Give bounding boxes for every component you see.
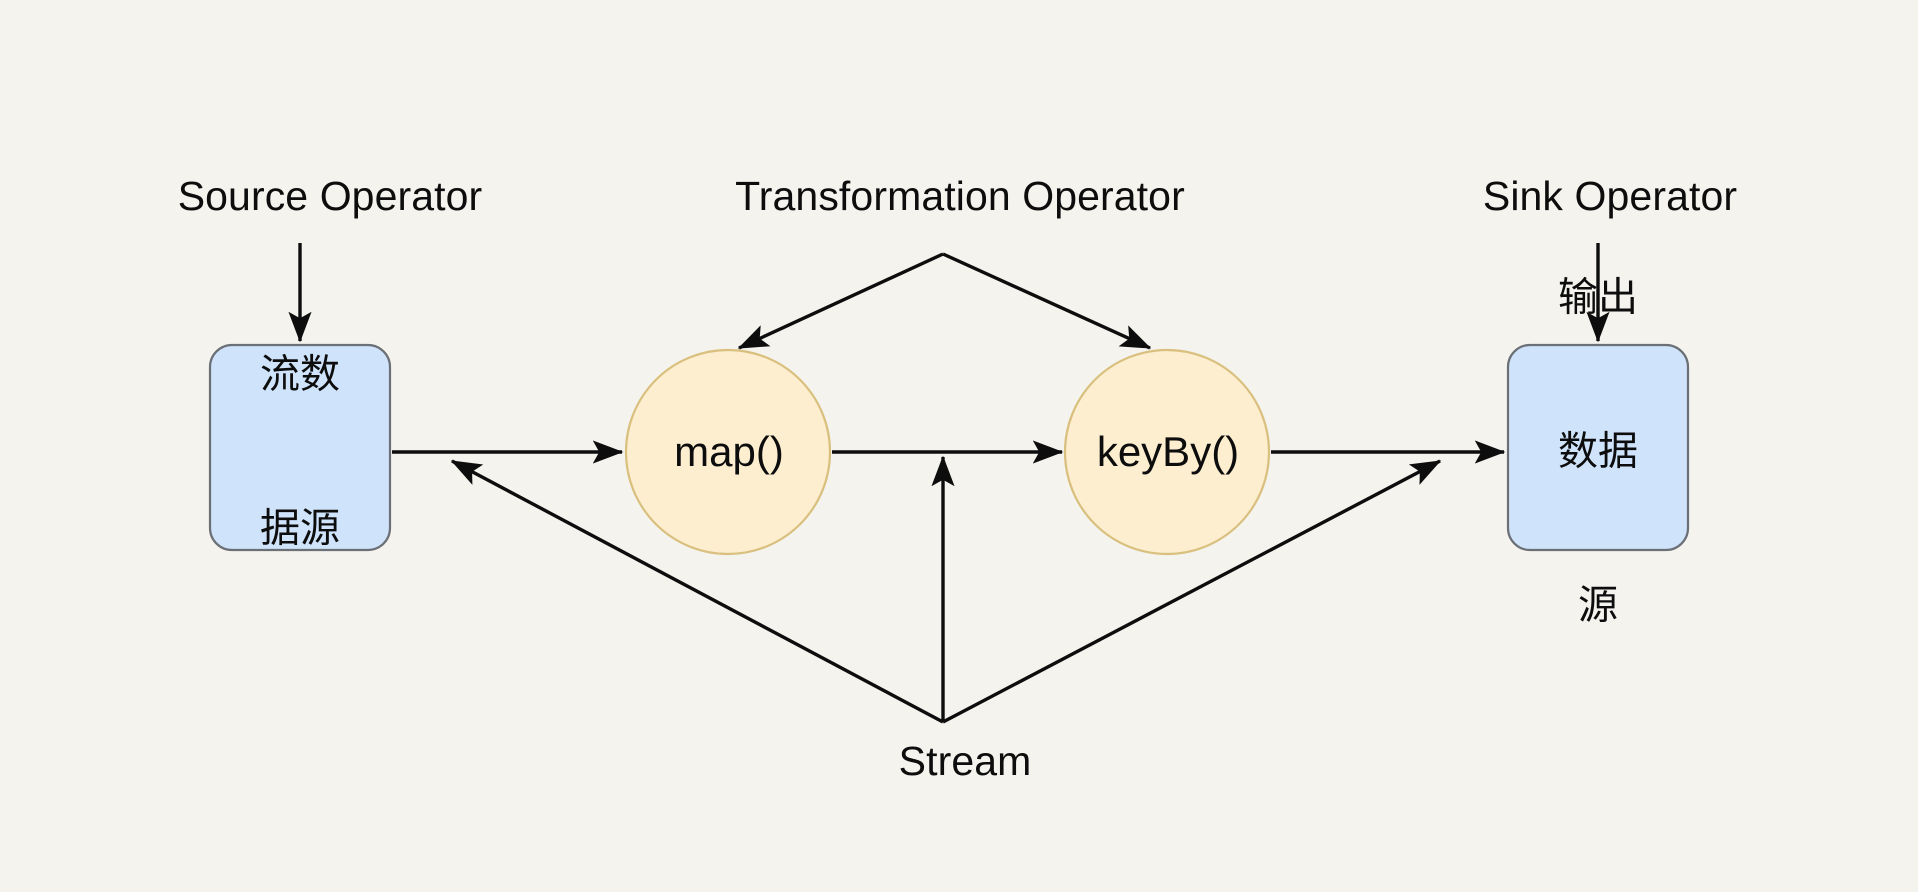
node-source-box xyxy=(208,343,392,552)
node-keyby-circle xyxy=(1063,348,1271,556)
node-map-circle xyxy=(624,348,832,556)
node-sink-box xyxy=(1506,343,1690,552)
edge-stream-to-keyby-sink-edge xyxy=(942,459,1442,724)
edge-transformation-caption-to-map xyxy=(737,252,944,350)
edge-stream-to-source-edge xyxy=(450,459,944,724)
edge-transformation-caption-to-keyby xyxy=(942,252,1152,350)
